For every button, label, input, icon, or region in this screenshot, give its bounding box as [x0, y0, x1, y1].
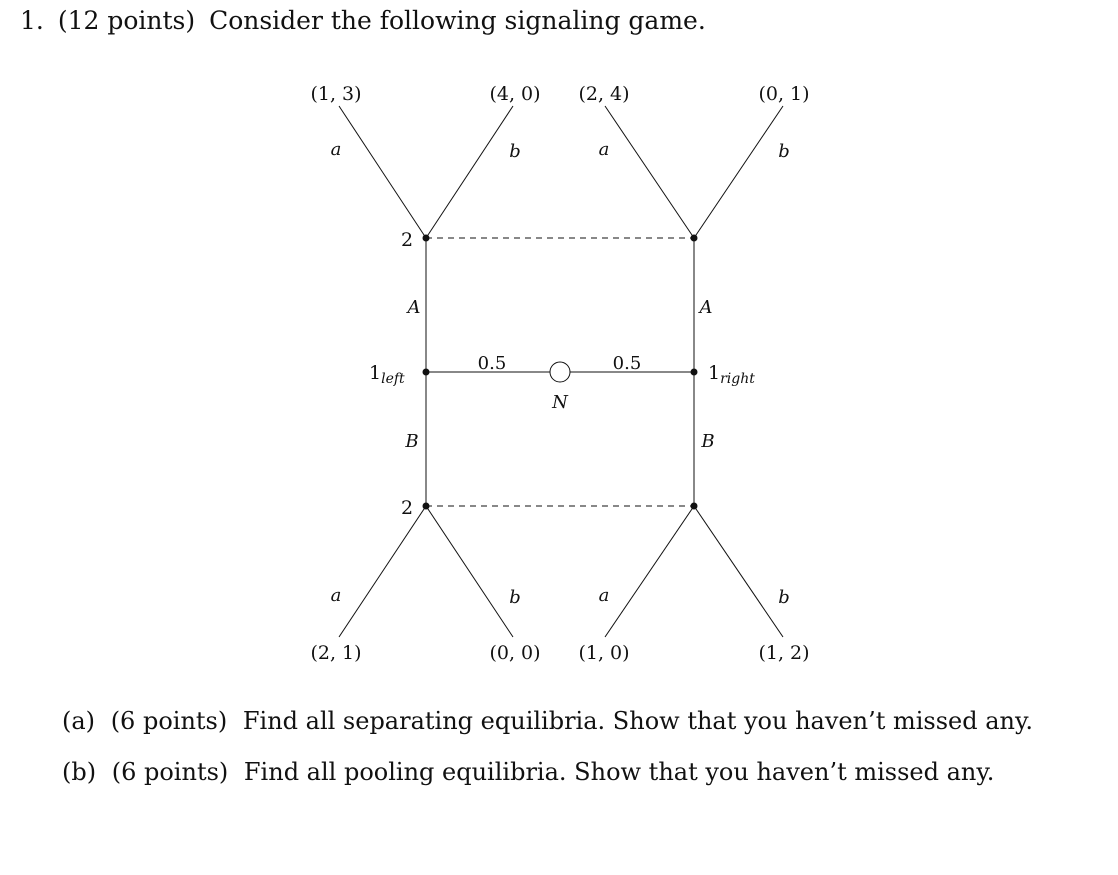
sender-left-subscript: left [381, 371, 405, 387]
edge-top-left-a [338, 105, 427, 239]
problem-number: 1. [20, 6, 44, 35]
payoff-bottom-left-a: (2, 1) [310, 642, 361, 664]
action-bottom-left-a: a [331, 585, 342, 606]
prob-left: 0.5 [478, 353, 507, 374]
action-bottom-left-b: b [509, 587, 521, 608]
payoff-top-left-a: (1, 3) [310, 83, 361, 105]
action-right-B: B [700, 431, 714, 452]
edge-bottom-left-b [425, 505, 514, 638]
receiver-node-bottom-right [690, 502, 698, 510]
part-b-points: (6 points) [111, 758, 229, 786]
action-bottom-right-b: b [778, 587, 790, 608]
payoff-bottom-left-b: (0, 0) [489, 642, 540, 664]
part-b-label: (b) [62, 758, 97, 786]
sender-node-left [422, 368, 430, 376]
player-label-receiver-bottom: 2 [401, 497, 413, 519]
action-bottom-right-a: a [599, 585, 610, 606]
part-a: (a) (6 points) Find all separating equil… [62, 704, 1041, 738]
edge-bottom-left-a [338, 505, 427, 638]
payoff-bottom-right-a: (1, 0) [578, 642, 629, 664]
action-top-right-b: b [778, 141, 790, 162]
part-a-label: (a) [62, 707, 96, 735]
part-b-text: Find all pooling equilibria. Show that y… [243, 758, 995, 786]
edge-top-right-a [604, 105, 695, 239]
payoff-top-right-a: (2, 4) [578, 83, 629, 105]
problem-header: 1. (12 points) Consider the following si… [20, 6, 712, 35]
problem-statement: Consider the following signaling game. [209, 6, 706, 35]
payoff-top-left-b: (4, 0) [489, 83, 540, 105]
sender-left-number: 1 [369, 362, 381, 384]
part-b: (b) (6 points) Find all pooling equilibr… [62, 755, 1041, 789]
action-left-A: A [406, 297, 421, 318]
receiver-node-top-right [690, 234, 698, 242]
action-right-A: A [698, 297, 713, 318]
action-top-right-a: a [599, 139, 610, 160]
question-parts: (a) (6 points) Find all separating equil… [62, 704, 1041, 806]
receiver-node-top-left [422, 234, 430, 242]
sender-right-label: 1right [708, 362, 755, 387]
game-tree-diagram: (1, 3) (4, 0) (2, 4) (0, 1) (2, 1) (0, 0… [310, 83, 809, 664]
sender-node-right [690, 368, 698, 376]
part-a-text: Find all separating equilibria. Show tha… [242, 707, 1034, 735]
nature-label: N [551, 392, 569, 413]
payoff-bottom-right-b: (1, 2) [758, 642, 809, 664]
payoff-top-right-b: (0, 1) [758, 83, 809, 105]
receiver-node-bottom-left [422, 502, 430, 510]
action-left-B: B [404, 431, 418, 452]
edge-bottom-right-b [693, 505, 784, 638]
part-a-points: (6 points) [110, 707, 228, 735]
nature-node [549, 361, 571, 383]
player-label-receiver-top: 2 [401, 229, 413, 251]
edge-top-left-b [425, 105, 514, 239]
problem-points: (12 points) [57, 6, 196, 35]
action-top-left-b: b [509, 141, 521, 162]
action-top-left-a: a [331, 139, 342, 160]
sender-right-subscript: right [720, 371, 755, 387]
sender-left-label: 1left [369, 362, 405, 387]
sender-right-number: 1 [708, 362, 720, 384]
edge-bottom-right-a [604, 505, 695, 638]
edge-top-right-b [693, 105, 784, 239]
prob-right: 0.5 [613, 353, 642, 374]
